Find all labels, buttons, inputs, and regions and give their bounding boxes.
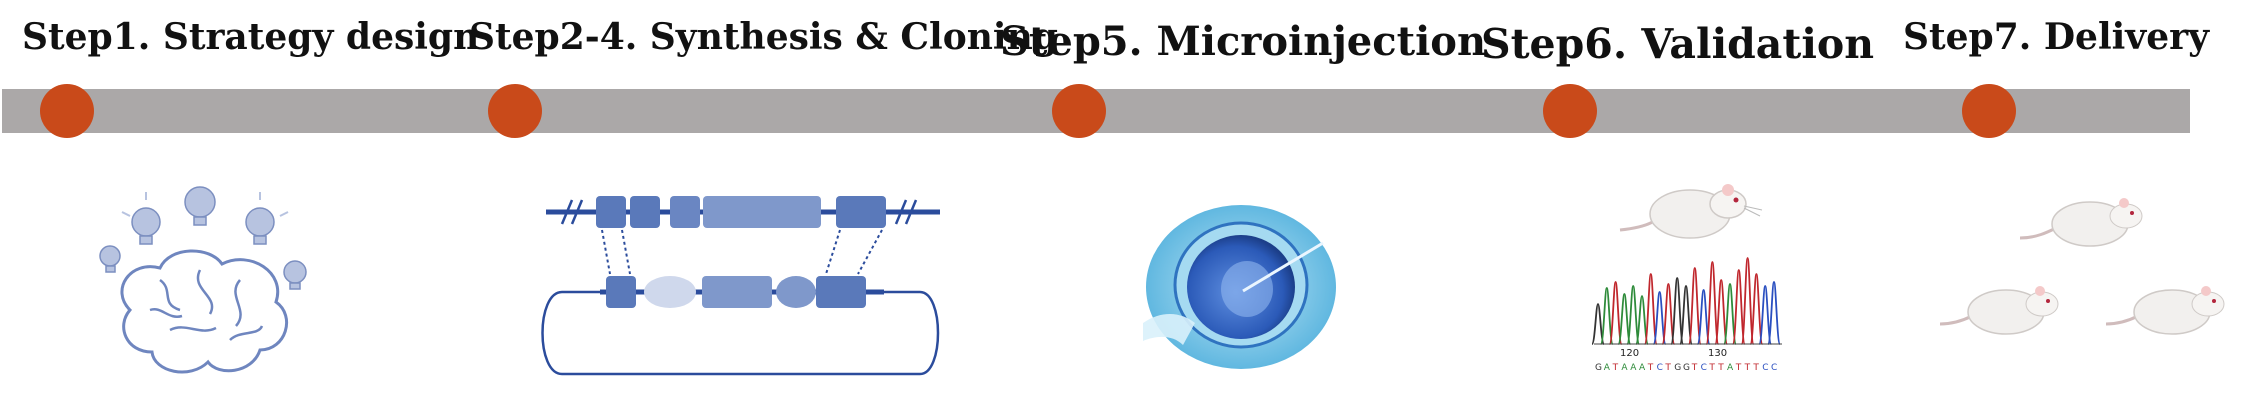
- chromatogram-peak: [1705, 261, 1720, 345]
- sequence-base: T: [1752, 363, 1759, 373]
- gene-block: [776, 276, 816, 308]
- sequence-base: A: [1727, 363, 1734, 373]
- delivery-rats: [1940, 198, 2225, 335]
- gene-block: [816, 276, 866, 308]
- chromatogram-peak: [1767, 281, 1781, 345]
- lightbulb-icon: [99, 186, 307, 290]
- chromatogram-peak: [1626, 285, 1641, 345]
- chromatogram-peak: [1749, 273, 1764, 345]
- rat-icon: [2105, 286, 2225, 335]
- chromatogram-peak: [1635, 295, 1649, 345]
- brain-icon: [120, 249, 288, 374]
- sequence-base: C: [1701, 363, 1707, 373]
- gene-block: [670, 196, 700, 228]
- chromatogram-peak: [1652, 291, 1667, 345]
- rat-icon: [1940, 286, 2059, 335]
- chromatogram-peak: [1643, 273, 1658, 345]
- sequence-base: T: [1708, 363, 1715, 373]
- microinjection-cell: [1143, 205, 1336, 369]
- milestone-dot-step5: [1052, 84, 1106, 138]
- chromatogram-peak: [1723, 283, 1737, 345]
- gene-block: [702, 276, 772, 308]
- chromatogram-peak: [1661, 283, 1676, 345]
- gene-block: [606, 276, 636, 308]
- step7-title: Step7. Delivery: [1903, 16, 2209, 58]
- gene-block: [836, 196, 886, 228]
- step5-title: Step5. Microinjection: [1000, 18, 1487, 65]
- cloning-diagram: [541, 196, 940, 376]
- sequence-base: T: [1717, 363, 1724, 373]
- milestone-dot-step6: [1543, 84, 1597, 138]
- validation-rat: [1619, 184, 1763, 239]
- chromatogram-peak: [1679, 285, 1693, 345]
- chromatogram-peak: [1758, 285, 1773, 345]
- milestone-dot-step2-4: [488, 84, 542, 138]
- chromatogram-peak: [1599, 287, 1614, 345]
- sequence-base: T: [1735, 363, 1742, 373]
- brain-lightbulbs-illustration: [99, 186, 307, 374]
- gene-block: [630, 196, 660, 228]
- gene-block: [703, 196, 821, 228]
- plasmid-backbone: [541, 290, 940, 376]
- chromatogram-peak: [1731, 269, 1746, 345]
- chromatogram-peak: [1670, 277, 1685, 345]
- sequence-base: C: [1762, 363, 1768, 373]
- milestone-dot-step7: [1962, 84, 2016, 138]
- gene-block: [644, 276, 696, 308]
- tick-label-120: 120: [1620, 348, 1639, 359]
- chromatogram-peak: [1740, 257, 1755, 345]
- step1-title: Step1. Strategy design: [22, 16, 480, 58]
- sequence-base: G: [1595, 363, 1602, 373]
- step2-4-title: Step2-4. Synthesis & Cloning: [469, 16, 1058, 58]
- chromatogram-peak: [1617, 293, 1632, 345]
- sequence-base: T: [1612, 363, 1619, 373]
- milestone-dot-step1: [40, 84, 94, 138]
- sequence-base: C: [1771, 363, 1777, 373]
- gene-block: [596, 196, 626, 228]
- tick-label-130: 130: [1708, 348, 1727, 359]
- sequence-base: A: [1630, 363, 1637, 373]
- sequence-base: T: [1664, 363, 1671, 373]
- chromatogram-peak: [1591, 303, 1605, 345]
- sequence-base: T: [1647, 363, 1654, 373]
- chromatogram-peak: [1714, 279, 1729, 345]
- rat-icon: [2019, 198, 2143, 247]
- sequence-base: G: [1674, 363, 1681, 373]
- sequence-base: C: [1657, 363, 1663, 373]
- sequence-base: A: [1621, 363, 1628, 373]
- sequence-base: G: [1683, 363, 1690, 373]
- sequence-base: T: [1691, 363, 1698, 373]
- sequence-base: T: [1744, 363, 1751, 373]
- step6-title: Step6. Validation: [1481, 20, 1875, 68]
- sequence-base: A: [1604, 363, 1611, 373]
- chromatogram-peak: [1687, 267, 1702, 345]
- sequence-base: A: [1639, 363, 1646, 373]
- chromatogram-peak: [1608, 281, 1623, 345]
